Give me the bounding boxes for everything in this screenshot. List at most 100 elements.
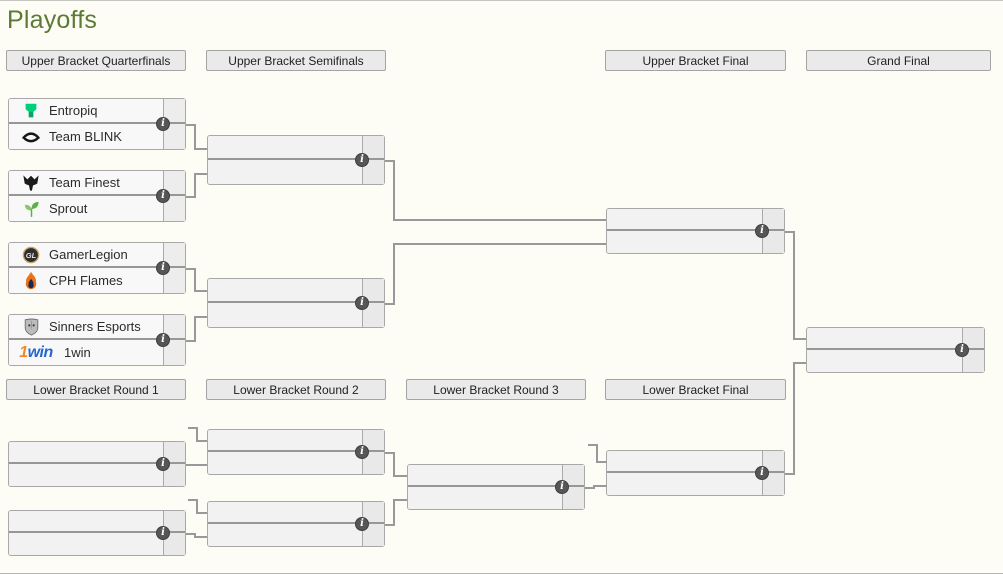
score-cell	[163, 268, 185, 293]
empty-team-row	[807, 350, 984, 372]
score-cell	[163, 243, 185, 266]
info-glyph: i	[161, 334, 165, 345]
info-icon[interactable]: i	[355, 517, 369, 531]
info-icon[interactable]: i	[355, 445, 369, 459]
team-cell	[9, 533, 163, 555]
info-glyph: i	[161, 118, 165, 129]
info-icon[interactable]: i	[355, 153, 369, 167]
team-name: Sinners Esports	[49, 319, 141, 334]
score-cell	[762, 473, 784, 495]
empty-team-row	[807, 328, 984, 350]
info-glyph: i	[960, 344, 964, 355]
info-icon[interactable]: i	[755, 224, 769, 238]
connector-line	[793, 338, 806, 340]
info-icon[interactable]: i	[156, 261, 170, 275]
connector-line	[393, 452, 395, 477]
team-cell: Entropiq	[9, 99, 163, 122]
team-cell	[208, 303, 362, 327]
team-row-sinners-esports[interactable]: Sinners Esports	[9, 315, 185, 340]
empty-team-row	[208, 160, 384, 184]
connector-line	[793, 362, 806, 364]
connector-line	[393, 219, 606, 221]
team-cell: Team Finest	[9, 171, 163, 194]
info-glyph: i	[360, 297, 364, 308]
round-header-ub-quarterfinals: Upper Bracket Quarterfinals	[6, 50, 186, 71]
info-icon[interactable]: i	[355, 296, 369, 310]
empty-team-row	[607, 473, 784, 495]
match-ub-qf4: Sinners Esports 1win 1win i	[8, 314, 186, 366]
round-header-label: Lower Bracket Round 3	[433, 382, 559, 397]
team-cell	[208, 136, 362, 158]
empty-team-row	[408, 487, 584, 509]
round-header-lb-round3: Lower Bracket Round 3	[406, 379, 586, 400]
match-ub-sf1: i	[207, 135, 385, 185]
info-glyph: i	[161, 262, 165, 273]
connector-line	[393, 243, 606, 245]
team-name: Team BLINK	[49, 129, 122, 144]
info-icon[interactable]: i	[156, 117, 170, 131]
team-name: Entropiq	[49, 103, 98, 118]
info-glyph: i	[560, 481, 564, 492]
empty-team-row	[9, 533, 185, 555]
1win-logo: 1win	[12, 344, 60, 362]
connector-line	[194, 173, 196, 198]
team-row-gamerlegion[interactable]: GL GamerLegion	[9, 243, 185, 268]
round-header-grand-final: Grand Final	[806, 50, 991, 71]
match-ub-final: i	[606, 208, 785, 254]
score-cell	[362, 136, 384, 158]
empty-team-row	[208, 136, 384, 160]
info-glyph: i	[161, 458, 165, 469]
team-cell	[208, 430, 362, 450]
connector-line	[196, 427, 198, 442]
info-icon[interactable]: i	[156, 457, 170, 471]
team-cell	[607, 473, 762, 495]
connector-line	[385, 524, 395, 526]
empty-team-row	[408, 465, 584, 487]
team-row-sprout[interactable]: Sprout	[9, 196, 185, 221]
empty-team-row	[9, 442, 185, 464]
team-row-cph-flames[interactable]: CPH Flames	[9, 268, 185, 293]
connector-line	[393, 499, 407, 501]
info-icon[interactable]: i	[755, 466, 769, 480]
score-cell	[562, 487, 584, 509]
1win-logo-one: 1	[19, 343, 28, 361]
match-ub-qf3: GL GamerLegion CPH Flames i	[8, 242, 186, 294]
team-row-team-blink[interactable]: Team BLINK	[9, 124, 185, 149]
round-header-lb-round2: Lower Bracket Round 2	[206, 379, 386, 400]
team-row-entropiq[interactable]: Entropiq	[9, 99, 185, 124]
connector-line	[793, 231, 795, 340]
connector-line	[596, 461, 607, 463]
round-header-label: Upper Bracket Final	[642, 53, 749, 68]
info-icon[interactable]: i	[955, 343, 969, 357]
empty-team-row	[208, 430, 384, 452]
team-cell	[607, 209, 762, 229]
team-cell: CPH Flames	[9, 268, 163, 293]
team-cell	[208, 502, 362, 522]
empty-team-row	[607, 231, 784, 253]
info-icon[interactable]: i	[156, 189, 170, 203]
connector-line	[585, 487, 595, 489]
team-finest-logo	[22, 174, 40, 192]
team-cell: 1win 1win	[9, 340, 163, 365]
match-lb-r3: i	[407, 464, 585, 510]
connector-line	[385, 452, 395, 454]
connector-line	[186, 340, 196, 342]
info-glyph: i	[760, 467, 764, 478]
connector-line	[793, 362, 795, 475]
empty-team-row	[208, 502, 384, 524]
info-icon[interactable]: i	[156, 526, 170, 540]
team-row-team-finest[interactable]: Team Finest	[9, 171, 185, 196]
round-header-lb-round1: Lower Bracket Round 1	[6, 379, 186, 400]
info-icon[interactable]: i	[156, 333, 170, 347]
connector-line	[393, 160, 395, 221]
info-glyph: i	[360, 518, 364, 529]
info-icon[interactable]: i	[555, 480, 569, 494]
info-glyph: i	[161, 190, 165, 201]
connector-line	[196, 512, 207, 514]
score-cell	[163, 196, 185, 221]
team-row-1win[interactable]: 1win 1win	[9, 340, 185, 365]
connector-line	[194, 533, 196, 538]
connector-line	[194, 124, 196, 150]
connector-line	[194, 290, 207, 292]
round-header-label: Lower Bracket Final	[642, 382, 749, 397]
